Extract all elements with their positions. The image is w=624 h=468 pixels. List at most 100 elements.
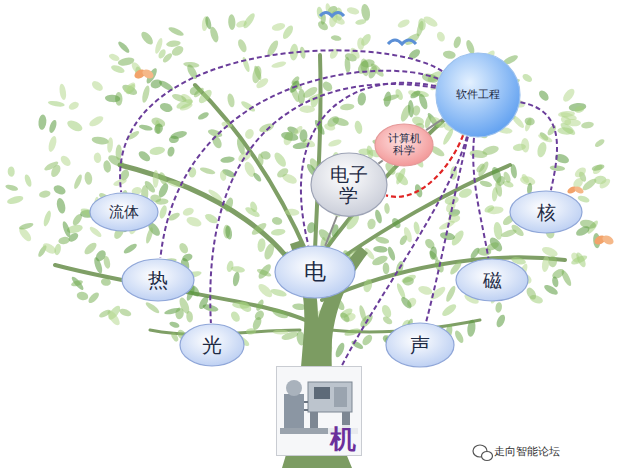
dashed-connector <box>301 83 436 246</box>
leaf <box>138 124 153 132</box>
main-circle: 软件工程 <box>435 52 521 138</box>
leaf <box>83 241 99 257</box>
leaf <box>52 184 67 197</box>
leaf <box>494 180 503 197</box>
leaf <box>300 106 315 113</box>
bubble-fill <box>375 124 433 166</box>
leaf <box>271 216 283 225</box>
leaf <box>244 205 261 218</box>
physics-bubble: 磁 <box>455 258 529 302</box>
leaf <box>154 37 164 54</box>
leaf <box>382 262 389 274</box>
physics-bubble: 电 <box>274 245 356 299</box>
leaf <box>38 190 51 199</box>
leaf <box>393 170 410 187</box>
leaf <box>281 24 295 41</box>
leaf <box>581 121 595 129</box>
physics-bubble: 热 <box>121 258 195 302</box>
leaf <box>551 276 559 288</box>
leaf <box>536 141 548 158</box>
leaf <box>373 246 388 253</box>
leaf <box>328 47 339 60</box>
leaf <box>228 14 236 30</box>
leaf <box>153 170 159 188</box>
leaf <box>219 170 226 181</box>
leaf <box>257 153 264 166</box>
leaf <box>519 175 536 187</box>
physics-bubble: 光 <box>179 323 245 367</box>
leaf <box>197 88 214 106</box>
leaf <box>204 16 212 30</box>
leaf <box>153 122 164 135</box>
leaf <box>241 12 256 30</box>
leaf <box>452 36 462 49</box>
leaf <box>122 242 138 255</box>
butterfly-wing <box>573 185 585 195</box>
leaf <box>141 85 151 104</box>
leaf <box>344 57 351 74</box>
leaf <box>70 279 83 287</box>
bubble-fill <box>436 53 520 137</box>
leaf <box>18 222 34 231</box>
leaf <box>481 144 499 157</box>
leaf <box>350 339 364 350</box>
leaf <box>321 80 334 93</box>
physics-bubble: 核 <box>509 190 583 234</box>
leaf <box>253 309 266 322</box>
machine-label: 机 <box>328 425 358 454</box>
bubble-fill <box>456 259 528 301</box>
leaf <box>521 138 530 153</box>
dashed-connector <box>120 50 442 192</box>
leaf <box>354 120 364 135</box>
leaf <box>84 171 93 185</box>
leaf <box>466 319 476 337</box>
leaf <box>598 177 612 190</box>
leaf <box>510 164 518 179</box>
leaf <box>541 245 559 258</box>
leaf <box>166 40 181 48</box>
leaf <box>548 256 557 268</box>
leaf <box>252 172 263 183</box>
leaf <box>429 246 437 260</box>
leaf <box>6 194 24 205</box>
leaf <box>166 146 175 157</box>
butterfly <box>566 185 585 195</box>
node-label: 核 <box>537 202 556 223</box>
leaf <box>374 209 383 224</box>
leaf <box>47 100 65 108</box>
leaf <box>175 307 185 319</box>
leaf <box>255 298 266 311</box>
leaf <box>88 114 105 128</box>
leaf <box>338 311 351 324</box>
leaf <box>477 247 491 256</box>
butterfly <box>133 68 155 81</box>
leaf <box>413 221 421 235</box>
leaf <box>561 87 577 104</box>
leaf <box>54 243 62 256</box>
leaf <box>5 184 19 192</box>
leaf <box>66 118 85 133</box>
leaf <box>577 194 590 203</box>
leaf <box>48 119 58 134</box>
leaf <box>330 35 341 42</box>
leaf <box>139 30 155 47</box>
leaf <box>226 93 235 108</box>
leaf <box>440 302 458 318</box>
leaf <box>223 197 234 213</box>
leaf <box>93 152 101 163</box>
leaf <box>272 151 288 169</box>
leaf <box>316 19 329 32</box>
leaf <box>91 136 109 146</box>
bird <box>320 13 344 17</box>
leaf <box>360 3 371 21</box>
machine-window <box>314 387 330 399</box>
leaf <box>90 79 105 93</box>
leaf <box>73 174 84 190</box>
leaf <box>42 210 52 227</box>
leaf <box>271 22 286 32</box>
leaf <box>76 291 89 302</box>
leaf <box>549 165 565 172</box>
leaf <box>299 129 307 142</box>
node-label: 光 <box>202 334 222 356</box>
leaf <box>100 277 111 286</box>
